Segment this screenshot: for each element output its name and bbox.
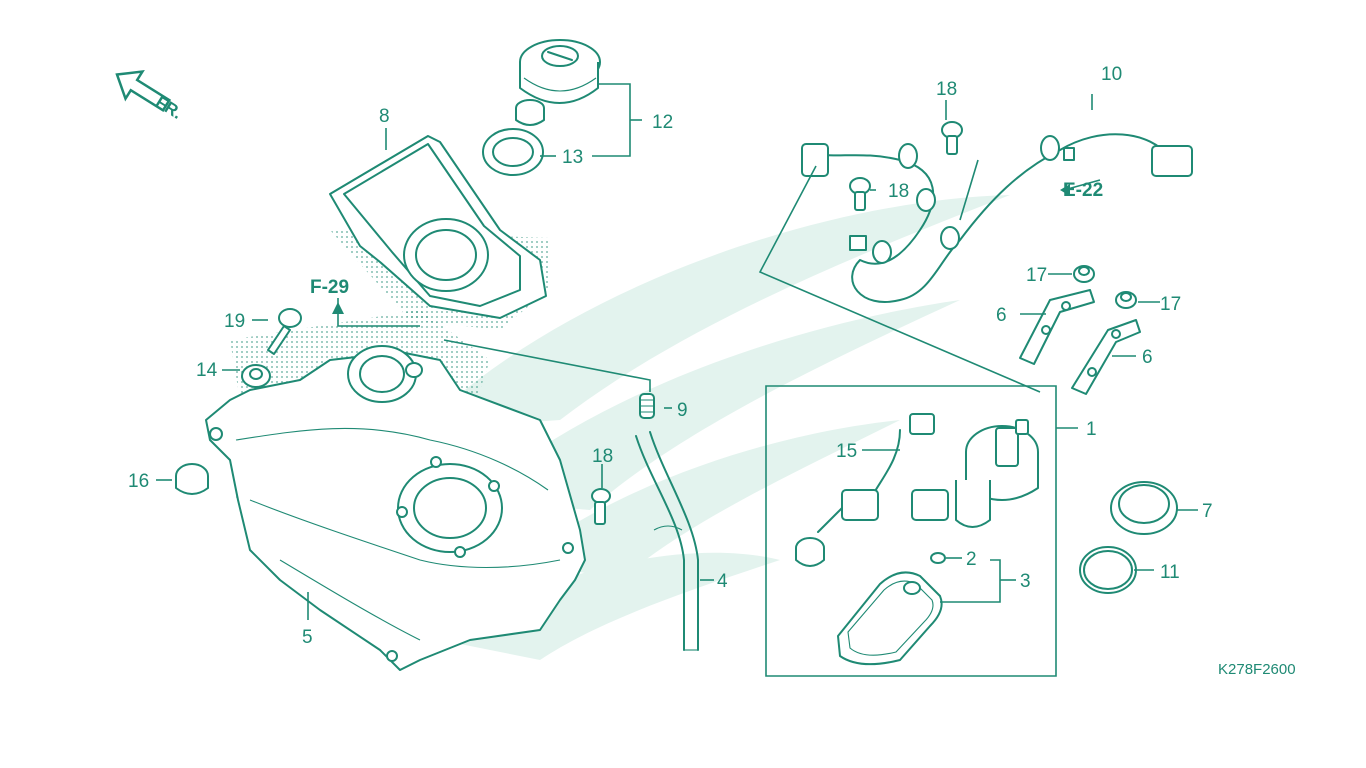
drain-fitting [639, 393, 655, 419]
label-part-6-right: 6 [1142, 347, 1153, 368]
label-part-18-center: 18 [592, 446, 613, 467]
bracket-left [1019, 289, 1095, 365]
label-part-10: 10 [1101, 64, 1122, 85]
figure-code: K278F2600 [1218, 661, 1296, 678]
label-part-1: 1 [1086, 419, 1097, 440]
watermark-logo [420, 195, 1010, 660]
rubber-mount [241, 364, 271, 388]
label-part-16: 16 [128, 471, 149, 492]
label-part-6-left: 6 [996, 305, 1007, 326]
reference-e22: E-22 [1063, 180, 1103, 201]
leader-lines [156, 83, 1198, 620]
fuel-pump-harness [801, 133, 1193, 303]
fuel-filter [837, 571, 943, 666]
filter-washer [930, 552, 946, 564]
label-part-13: 13 [562, 147, 583, 168]
drain-hose [635, 431, 699, 651]
label-part-4: 4 [717, 571, 728, 592]
pump-ring [1110, 481, 1178, 535]
flange-bolt-center [591, 488, 611, 525]
flange-bolt-left [267, 308, 302, 355]
label-part-17-lower: 17 [1160, 294, 1181, 315]
label-part-12: 12 [652, 112, 673, 133]
fuel-pump [955, 419, 1039, 528]
label-part-11: 11 [1160, 562, 1180, 583]
label-part-19: 19 [224, 311, 245, 332]
nut-lower [1115, 291, 1137, 309]
fuel-level-sensor [795, 413, 949, 567]
o-ring [1079, 546, 1137, 594]
label-part-9: 9 [677, 400, 688, 421]
label-part-8: 8 [379, 106, 390, 127]
harness-bolt-top [941, 121, 963, 155]
fuel-fill-cap [515, 39, 601, 126]
label-part-18-top: 18 [936, 79, 957, 100]
label-part-2: 2 [966, 549, 977, 570]
fuel-tank [205, 345, 586, 671]
harness-bolt-mid [849, 177, 871, 211]
front-direction-indicator: FR. [115, 69, 186, 123]
reference-f29: F-29 [310, 277, 349, 298]
label-part-3: 3 [1020, 571, 1031, 592]
label-part-18-mid: 18 [888, 181, 909, 202]
label-part-17-upper: 17 [1026, 265, 1047, 286]
label-part-5: 5 [302, 627, 313, 648]
tank-cushion [175, 463, 209, 495]
label-part-14: 14 [196, 360, 218, 381]
filler-tray [329, 135, 547, 319]
cap-gasket [482, 128, 544, 176]
nut-upper [1073, 265, 1095, 283]
fuel-pump-assembly-box [765, 385, 1057, 677]
bracket-right [1071, 319, 1141, 395]
label-part-7: 7 [1202, 501, 1213, 522]
label-part-15: 15 [836, 441, 857, 462]
